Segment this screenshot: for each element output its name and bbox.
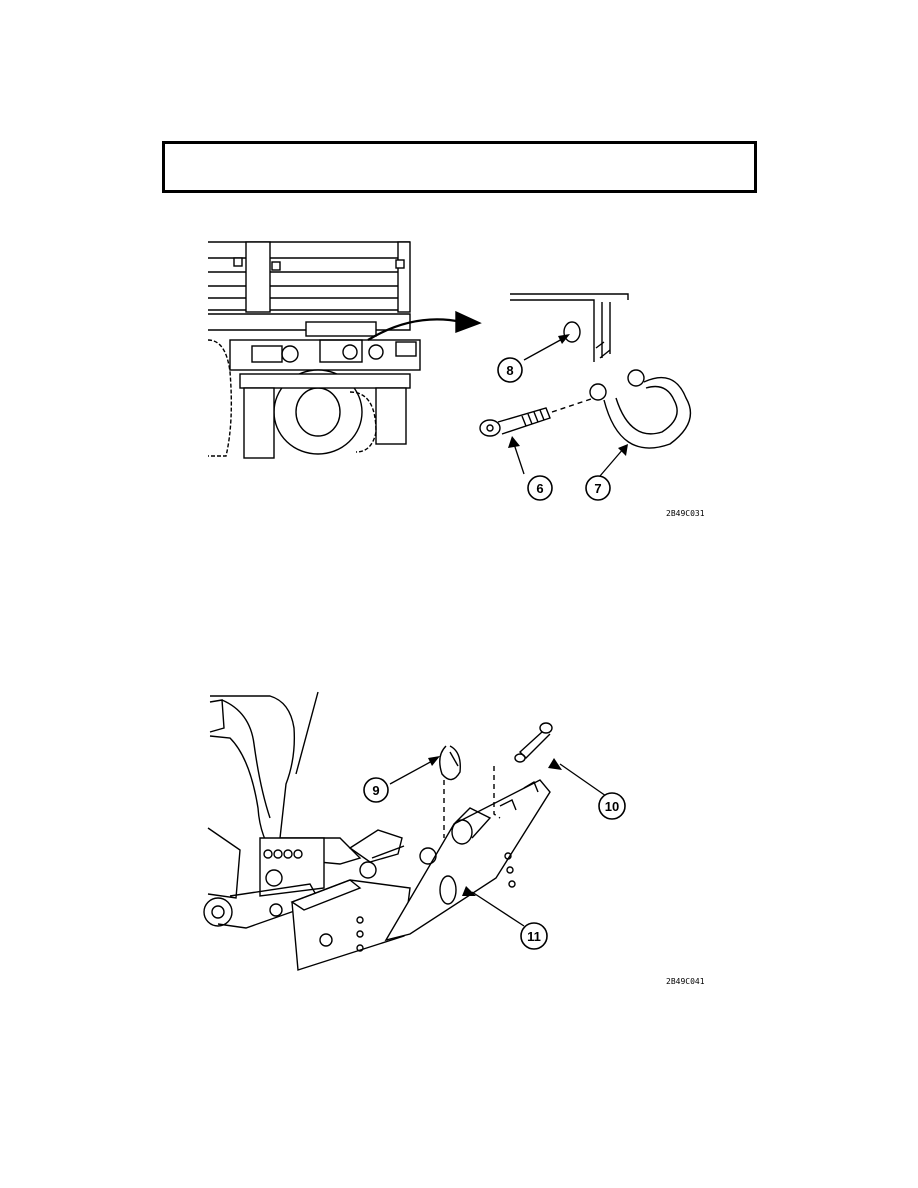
callout-8: 8 — [497, 357, 523, 383]
figure-rear-shackle: 8 6 7 2B49C031 — [200, 222, 720, 522]
figure-pintle-bracket-drawing: 9 10 11 2B49C041 — [203, 691, 705, 986]
callout-10: 10 — [598, 792, 626, 820]
callout-6: 6 — [527, 475, 553, 501]
figure-rear-shackle-drawing: 8 6 7 2B49C031 — [207, 241, 705, 518]
callout-8-label: 8 — [506, 363, 513, 378]
callout-11-label: 11 — [527, 929, 541, 944]
figure-id-label: 2B49C041 — [666, 977, 705, 986]
callout-6-label: 6 — [536, 481, 543, 496]
callout-11: 11 — [520, 922, 548, 950]
callout-9-label: 9 — [372, 783, 379, 798]
callout-10-label: 10 — [605, 799, 619, 814]
figure-pintle-bracket: 9 10 11 2B49C041 — [200, 688, 720, 988]
callout-7-label: 7 — [594, 481, 601, 496]
callout-7: 7 — [585, 475, 611, 501]
callout-9: 9 — [363, 777, 389, 803]
figure-id-label: 2B49C031 — [666, 509, 705, 518]
header-box — [162, 141, 757, 193]
